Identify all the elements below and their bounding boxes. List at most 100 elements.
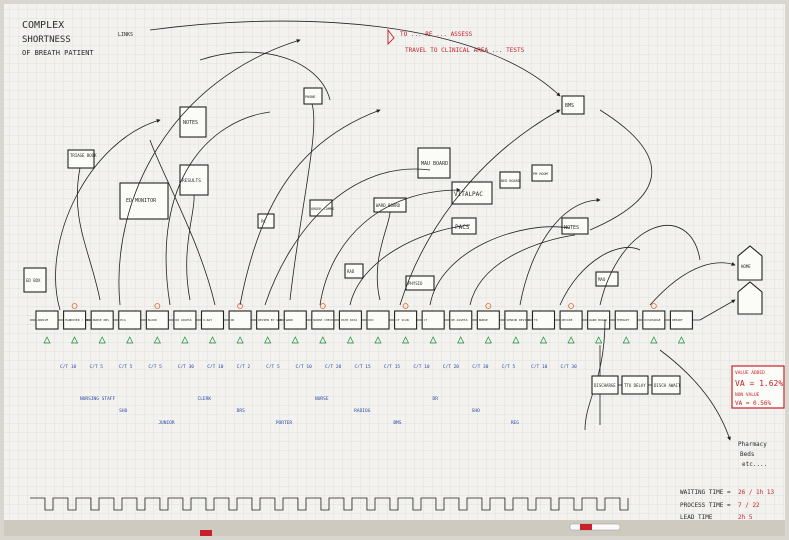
process-step-box (366, 310, 390, 330)
wait-triangle-icon (539, 336, 548, 344)
staff-note: BMS (393, 420, 401, 426)
timeline-totals: WAITING TIME = PROCESS TIME = LEAD TIME … (680, 489, 775, 521)
svg-text:7 / 22: 7 / 22 (738, 502, 760, 509)
cycle-time-labels: C/T 10 C/T 5 C/T 5 C/T 5 C/T 30 C/T 10 C/T 2 C/… (60, 364, 577, 370)
problem-burst-icon (71, 303, 78, 309)
timeline (30, 497, 629, 511)
wait-triangle-icon (677, 336, 685, 344)
process-step-label: DR (231, 318, 235, 322)
cycle-time-label: C/T 10 (60, 364, 77, 370)
process-step-label: RE-ASSESS (451, 318, 467, 322)
wait-triangle-icon (181, 336, 189, 344)
cycle-time-label: C/T 10 (207, 364, 224, 370)
lower-box-1: DISCHARGE (594, 383, 616, 388)
home-box: HOME (737, 245, 763, 315)
svg-text:PROCESS TIME =: PROCESS TIME = (680, 502, 731, 509)
svg-text:LEAD TIME: LEAD TIME (680, 514, 713, 521)
svg-text:VALUE ADDED: VALUE ADDED (735, 370, 765, 376)
cycle-time-label: C/T 5 (266, 364, 280, 370)
svg-text:MAU BOARD: MAU BOARD (421, 161, 448, 167)
wait-triangle-icon (43, 336, 51, 344)
value-added-box: VALUE ADDED VA = 1.62% NON VALUE VA = 0.… (731, 365, 785, 409)
process-step-label: DEPART (672, 318, 683, 322)
staff-note: SHO (119, 408, 127, 414)
process-step-box (504, 310, 528, 330)
wait-triangle-icon (429, 336, 437, 344)
results-box: RESULTS (179, 164, 209, 196)
process-step-box (256, 310, 280, 330)
rad-box: RAD (344, 263, 364, 279)
process-step-label: X-RAY (203, 318, 212, 322)
process-step-label: NURSE CHECK (313, 318, 333, 322)
staff-note: JUNIOR (158, 420, 175, 426)
feedback-arrows (55, 20, 736, 441)
process-step-label: TX (534, 318, 538, 322)
cycle-time-label: C/T 2 (237, 364, 251, 370)
wait-triangle-icon (319, 336, 327, 344)
mau-board-box: MAU BOARD (417, 147, 451, 179)
process-step-box (587, 310, 611, 330)
staff-note: CLERK (198, 396, 212, 402)
staff-note: DR (433, 396, 439, 402)
process-step-box (90, 310, 114, 330)
process-step-label: REVIEW BY SNR (258, 318, 282, 322)
cycle-time-label: C/T 20 (325, 364, 342, 370)
process-step-label: NURSE OBS (93, 318, 109, 322)
process-step-box (63, 310, 87, 330)
process-step-label: DR ASSESS (175, 318, 191, 322)
ed-monitor-box: ED MONITOR (119, 182, 169, 220)
phone-box: PHONE (303, 87, 323, 105)
svg-text:RESULTS: RESULTS (182, 178, 201, 184)
wait-triangle-icon (622, 336, 630, 344)
process-step-box (311, 310, 335, 330)
cycle-time-label: C/T 30 (472, 364, 489, 370)
process-step-label: SENIOR REVIEW (506, 318, 530, 322)
process-step-label: PATH DATA (341, 318, 357, 322)
wait-triangle-icon (346, 336, 354, 344)
vitalpac-box: VITALPAC (451, 181, 493, 205)
process-step-box (559, 310, 583, 330)
wait-triangle-icon (650, 336, 658, 344)
svg-text:NOTES: NOTES (183, 120, 198, 126)
svg-text:WAITING TIME =: WAITING TIME = (680, 489, 731, 496)
process-step-box (669, 310, 693, 330)
red-note: TO ... RE ... ASSESS TRAVEL TO CLINICAL … (387, 28, 525, 54)
staff-note: RADIOG (354, 408, 371, 414)
svg-text:BED BOARD: BED BOARD (501, 179, 520, 183)
cycle-time-label: C/T 15 (384, 364, 401, 370)
marker-pens (200, 523, 621, 536)
process-step-box (200, 310, 225, 330)
wait-triangle-icon (457, 336, 465, 344)
lower-box-2: TTO DELAY (624, 383, 646, 388)
problem-burst-icon (402, 303, 409, 309)
mau-box: MAU (595, 271, 619, 287)
svg-text:BMS: BMS (565, 103, 574, 109)
process-step-label: BLOOD (148, 318, 157, 322)
header-note: LINKS (118, 32, 133, 38)
staff-notes: NURSING STAFFSHOJUNIORCLERKDRSPORTERNURS… (80, 396, 519, 426)
svg-text:HOME: HOME (741, 264, 751, 269)
cycle-time-label: C/T 5 (148, 364, 162, 370)
process-step-label: CT SCAN (396, 318, 409, 322)
process-step-label: DISCHARGE (644, 318, 660, 322)
process-step-box (338, 310, 362, 330)
svg-text:TRAVEL TO CLINICAL AREA ... TE: TRAVEL TO CLINICAL AREA ... TESTS (405, 47, 525, 54)
svg-text:VITALPAC: VITALPAC (454, 191, 483, 198)
svg-text:MAU: MAU (598, 277, 606, 282)
svg-text:TRIAGE BOOK: TRIAGE BOOK (70, 153, 97, 158)
process-step-label: DOC (369, 318, 375, 322)
wait-triangle-icon (402, 336, 410, 344)
physio-box: PHYSIO (405, 275, 435, 291)
process-step-box (421, 310, 445, 330)
cycle-time-label: C/T 30 (561, 364, 578, 370)
cycle-time-label: C/T 5 (89, 364, 103, 370)
process-step-label: HANDOVER / REGISTRATION (65, 318, 107, 322)
triage-book-box: TRIAGE BOOK (67, 149, 97, 169)
process-step-label: ARRIVE (38, 318, 49, 322)
cycle-time-label: C/T 20 (443, 364, 460, 370)
process-step-box (35, 310, 59, 330)
svg-text:NOTES: NOTES (564, 225, 579, 231)
svg-text:WARD BOARD: WARD BOARD (376, 203, 401, 208)
